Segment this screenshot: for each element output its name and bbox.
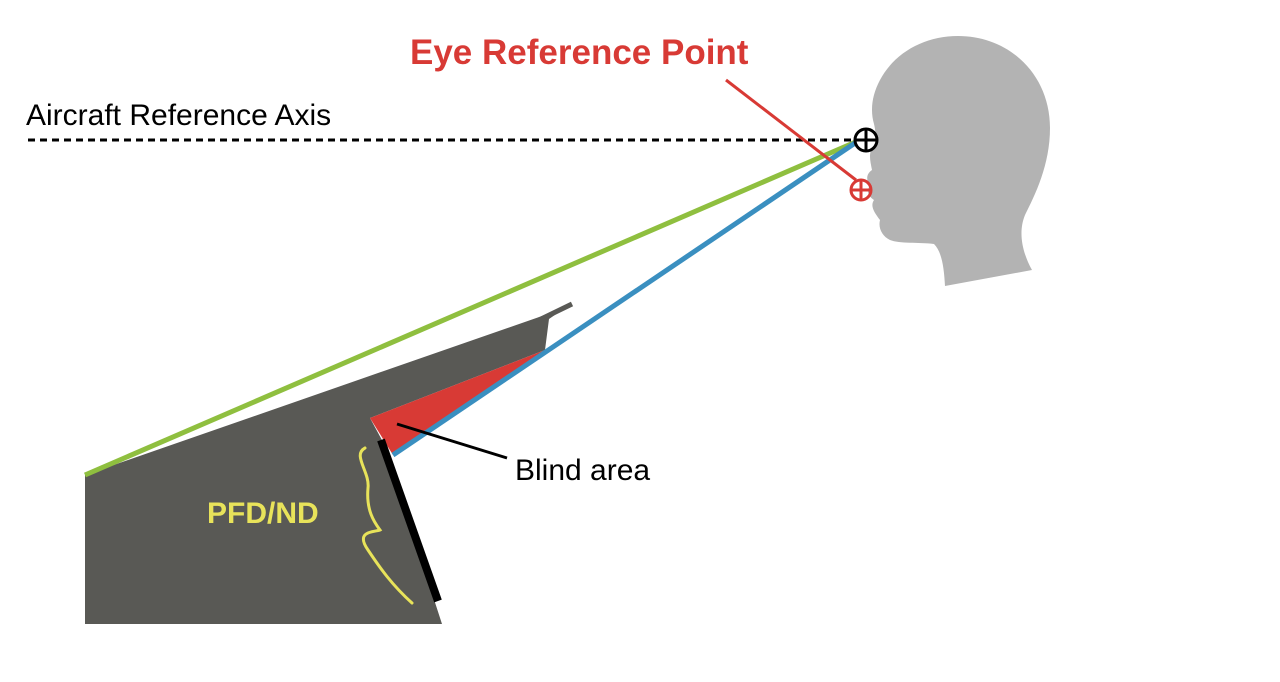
blind-area-leader-line [396, 422, 508, 460]
aircraft-reference-axis-label: Aircraft Reference Axis [26, 99, 331, 132]
aircraft-eye-point-marker [853, 127, 879, 153]
eye-reference-point-label: Eye Reference Point [410, 33, 749, 72]
sight-line-green [84, 138, 859, 478]
pfd-nd-label: PFD/ND [207, 497, 319, 530]
pilot-head-silhouette [867, 36, 1050, 286]
glareshield-edge [537, 301, 574, 323]
blind-area-label: Blind area [515, 454, 650, 487]
eye-reference-point-marker [849, 178, 873, 202]
pfd-nd-display-bar [377, 438, 442, 603]
instrument-panel [85, 308, 565, 624]
pfd-nd-brace [358, 446, 414, 605]
eye-reference-leader-line [725, 78, 857, 182]
sight-line-blue [391, 138, 860, 458]
